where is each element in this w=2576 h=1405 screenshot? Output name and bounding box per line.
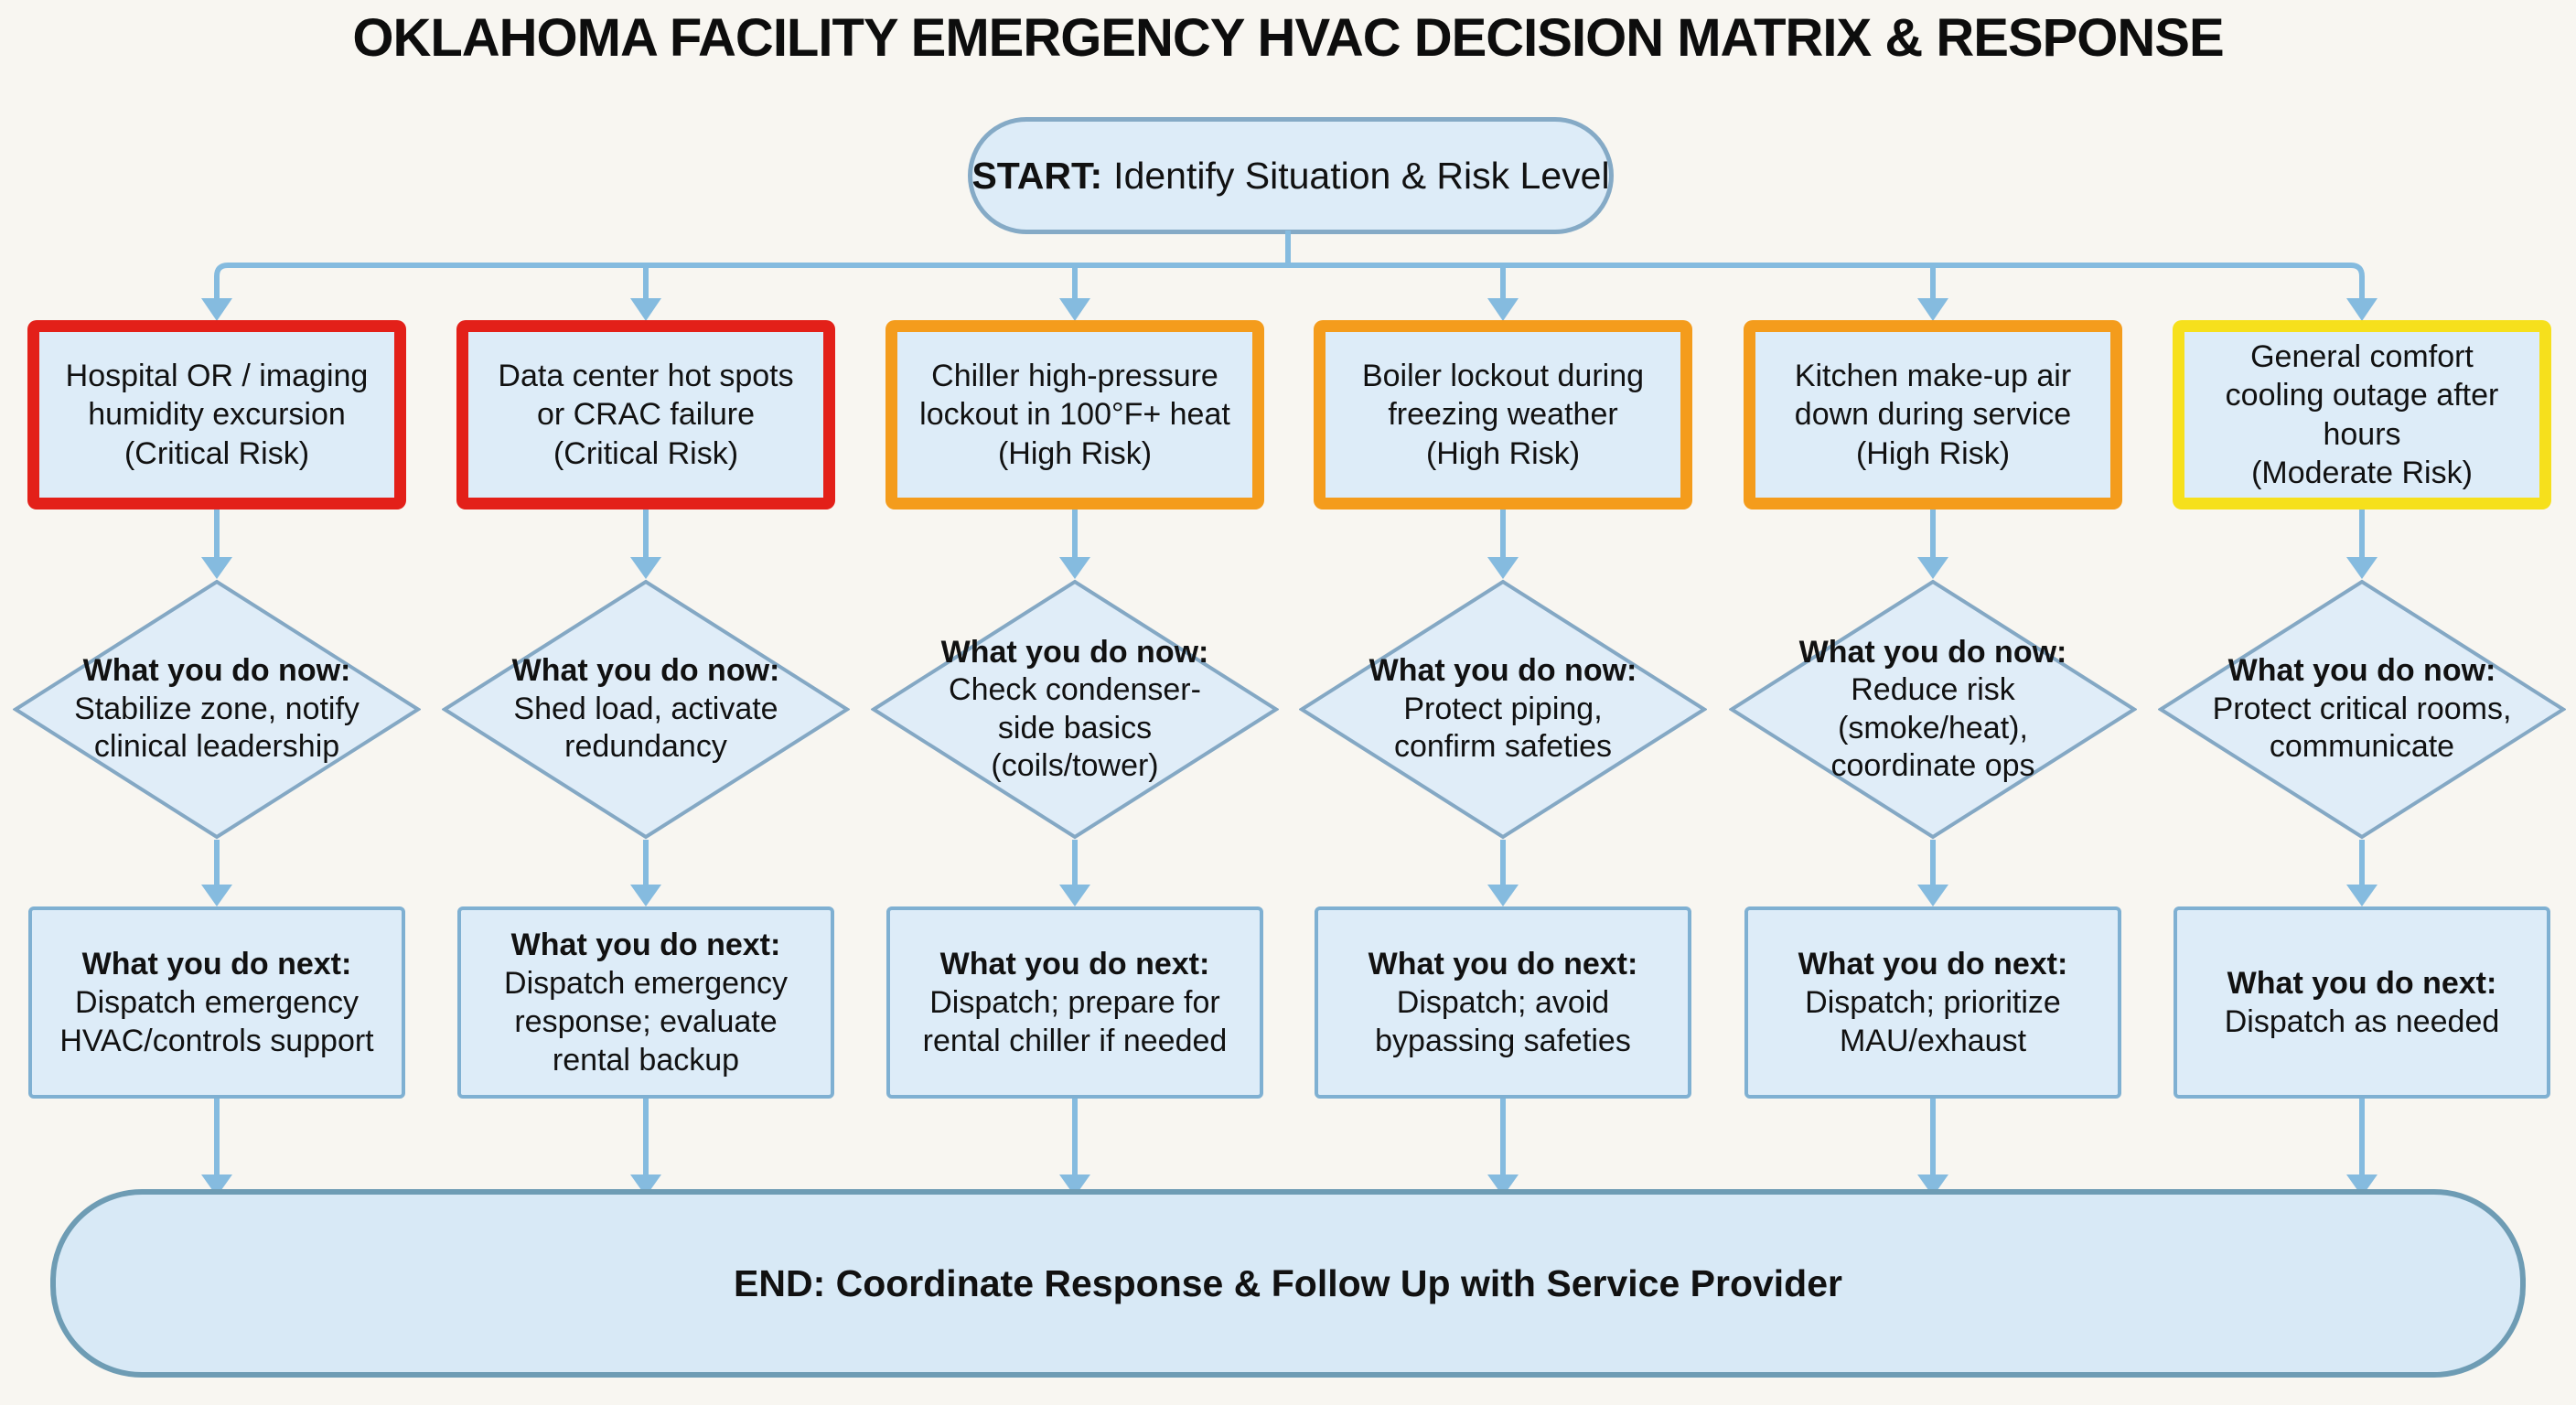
risk-box: Kitchen make-up air down during service … [1744, 320, 2122, 509]
arrowhead-icon [201, 557, 232, 579]
down-arrow [2346, 840, 2377, 906]
risk-box: General comfort cooling outage after hou… [2173, 320, 2551, 509]
down-arrow [1059, 840, 1090, 906]
down-arrow [630, 840, 661, 906]
arrowhead-icon [2346, 557, 2377, 579]
next-box: What you do next:Dispatch; prepare for r… [886, 906, 1263, 1099]
start-node-prefix: START: [971, 154, 1103, 197]
now-text: Stabilize zone, notify clinical leadersh… [74, 691, 360, 765]
now-text: Check condenser-side basics (coils/tower… [949, 672, 1201, 783]
risk-situation: Hospital OR / imaging humidity excursion [65, 359, 369, 433]
column-boiler: Boiler lockout during freezing weather (… [1288, 320, 1718, 1196]
end-node: END: Coordinate Response & Follow Up wit… [50, 1189, 2526, 1378]
arrowhead-icon [1487, 885, 1519, 906]
next-label: What you do next: [1798, 946, 2068, 981]
risk-level: (High Risk) [1855, 435, 2011, 471]
down-arrow [630, 509, 661, 579]
risk-box: Chiller high-pressure lockout in 100°F+ … [886, 320, 1264, 509]
now-label: What you do now: [940, 634, 1209, 670]
risk-situation: General comfort cooling outage after hou… [2225, 339, 2499, 452]
down-arrow [1487, 1099, 1519, 1196]
next-text: Dispatch; avoid bypassing safeties [1375, 984, 1631, 1059]
arrowhead-icon [1917, 885, 1948, 906]
now-label: What you do now: [1798, 634, 2067, 670]
next-box: What you do next:Dispatch; prioritize MA… [1744, 906, 2121, 1099]
next-label: What you do next: [81, 946, 352, 981]
decision-diamond: What you do now:Shed load, activate redu… [442, 579, 850, 840]
column-comfort-cooling: General comfort cooling outage after hou… [2147, 320, 2576, 1196]
down-arrow [1917, 1099, 1948, 1196]
now-label: What you do now: [1368, 653, 1637, 689]
down-arrow [1487, 509, 1519, 579]
next-box: What you do next:Dispatch emergency resp… [457, 906, 834, 1099]
down-arrow [1917, 509, 1948, 579]
risk-situation: Boiler lockout during freezing weather [1361, 359, 1645, 433]
down-arrow [201, 840, 232, 906]
next-label: What you do next: [2227, 965, 2497, 1001]
arrowhead-icon [1059, 557, 1090, 579]
risk-situation: Data center hot spots or CRAC failure [498, 359, 794, 433]
down-arrow [630, 1099, 661, 1196]
arrowhead-icon [1917, 557, 1948, 579]
next-box: What you do next:Dispatch as needed [2174, 906, 2550, 1099]
risk-level: (Critical Risk) [123, 435, 310, 471]
arrowhead-icon [1487, 557, 1519, 579]
decision-diamond: What you do now:Stabilize zone, notify c… [13, 579, 421, 840]
risk-level: (Moderate Risk) [2251, 455, 2473, 490]
down-arrow [1059, 509, 1090, 579]
risk-situation: Kitchen make-up air down during service [1794, 359, 2072, 433]
risk-level: (High Risk) [1425, 435, 1581, 471]
column-hospital-or: Hospital OR / imaging humidity excursion… [2, 320, 432, 1196]
column-chiller: Chiller high-pressure lockout in 100°F+ … [860, 320, 1290, 1196]
now-text: Protect piping, confirm safeties [1393, 691, 1613, 765]
risk-level: (Critical Risk) [553, 435, 739, 471]
down-arrow [201, 509, 232, 579]
next-label: What you do next: [1368, 946, 1638, 981]
arrowhead-row [201, 298, 2377, 321]
risk-box: Data center hot spots or CRAC failure (C… [456, 320, 835, 509]
decision-diamond: What you do now:Protect piping, confirm … [1299, 579, 1707, 840]
now-label: What you do now: [2227, 653, 2496, 689]
down-arrow [2346, 509, 2377, 579]
arrowhead-icon [630, 885, 661, 906]
next-label: What you do next: [939, 946, 1210, 981]
now-label: What you do now: [511, 653, 780, 689]
risk-situation: Chiller high-pressure lockout in 100°F+ … [919, 359, 1230, 433]
down-arrow [201, 1099, 232, 1196]
risk-level: (High Risk) [997, 435, 1153, 471]
now-text: Shed load, activate redundancy [513, 691, 778, 765]
down-arrow [1487, 840, 1519, 906]
next-label: What you do next: [510, 927, 781, 962]
decision-diamond: What you do now:Check condenser-side bas… [871, 579, 1279, 840]
arrowhead-icon [2346, 885, 2377, 906]
down-arrow [1059, 1099, 1090, 1196]
next-box: What you do next:Dispatch; avoid bypassi… [1315, 906, 1691, 1099]
next-text: Dispatch emergency response; evaluate re… [504, 965, 788, 1078]
now-text: Protect critical rooms, communicate [2212, 691, 2512, 765]
down-arrow [2346, 1099, 2377, 1196]
next-text: Dispatch as needed [2224, 1004, 2500, 1039]
risk-box: Boiler lockout during freezing weather (… [1314, 320, 1692, 509]
end-node-label: END: Coordinate Response & Follow Up wit… [734, 1261, 1842, 1304]
page-title: OKLAHOMA FACILITY EMERGENCY HVAC DECISIO… [352, 8, 2224, 68]
decision-diamond: What you do now:Reduce risk (smoke/heat)… [1729, 579, 2137, 840]
next-text: Dispatch emergency HVAC/controls support [59, 984, 374, 1059]
arrowhead-icon [201, 885, 232, 906]
risk-box: Hospital OR / imaging humidity excursion… [27, 320, 406, 509]
start-node: START: Identify Situation & Risk Level [968, 117, 1614, 234]
down-arrow [1917, 840, 1948, 906]
column-data-center: Data center hot spots or CRAC failure (C… [431, 320, 861, 1196]
next-text: Dispatch; prepare for rental chiller if … [922, 984, 1228, 1059]
next-box: What you do next:Dispatch emergency HVAC… [28, 906, 405, 1099]
next-text: Dispatch; prioritize MAU/exhaust [1805, 984, 2061, 1059]
arrowhead-icon [630, 557, 661, 579]
arrowhead-icon [1059, 885, 1090, 906]
start-node-label: Identify Situation & Risk Level [1113, 154, 1610, 197]
now-label: What you do now: [82, 653, 351, 689]
column-kitchen-mau: Kitchen make-up air down during service … [1718, 320, 2148, 1196]
decision-diamond: What you do now:Protect critical rooms, … [2158, 579, 2566, 840]
start-branch-connector [201, 231, 2377, 321]
now-text: Reduce risk (smoke/heat), coordinate ops [1830, 672, 2035, 783]
